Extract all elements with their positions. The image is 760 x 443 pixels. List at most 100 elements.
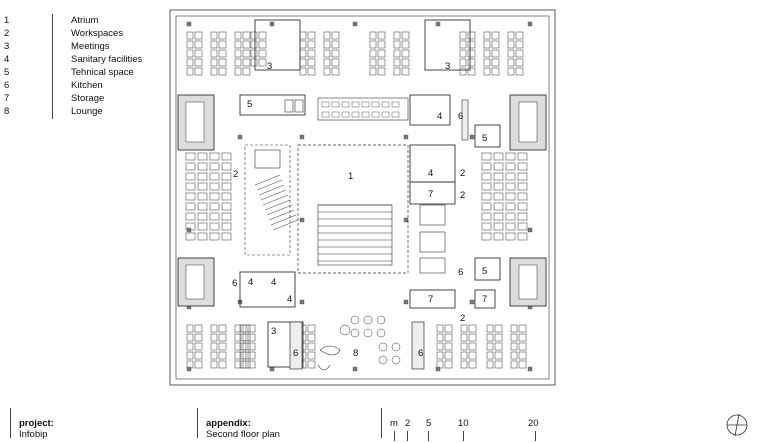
label-atrium: 1: [348, 171, 353, 182]
label-sanitary: 4: [287, 294, 292, 305]
desk-chair: [250, 40, 258, 49]
chair: [331, 101, 340, 108]
desk: [218, 333, 227, 342]
label-technical: 5: [247, 99, 252, 110]
label-workspace: 2: [460, 168, 465, 179]
atrium-void: [297, 144, 409, 274]
stair-step: [268, 209, 295, 221]
stair-step: [266, 204, 293, 216]
desk: [401, 49, 410, 58]
chair: [391, 101, 400, 108]
desk-chair: [393, 67, 401, 76]
legend-divider: [52, 14, 53, 119]
column: [403, 299, 409, 305]
desk: [517, 162, 528, 171]
storage-room: [409, 181, 456, 205]
column: [299, 299, 305, 305]
desk: [481, 202, 492, 211]
chair: [331, 111, 340, 118]
meeting-table: [254, 149, 281, 169]
desk-chair: [436, 333, 444, 342]
chair: [371, 101, 380, 108]
label-sanitary: 4: [271, 277, 276, 288]
column: [435, 21, 441, 27]
desk: [194, 40, 203, 49]
chair: [351, 101, 360, 108]
desk: [468, 360, 477, 369]
desk: [377, 49, 386, 58]
desk-chair: [210, 360, 218, 369]
outer-wall: [169, 9, 556, 386]
chair: [361, 111, 370, 118]
desk: [194, 333, 203, 342]
desk: [209, 172, 220, 181]
desk: [242, 67, 251, 76]
desk: [491, 40, 500, 49]
chair: [371, 111, 380, 118]
desk: [481, 162, 492, 171]
scale-tick: [428, 431, 429, 441]
desk: [491, 67, 500, 76]
column: [186, 21, 192, 27]
desk-chair: [459, 49, 467, 58]
desk: [491, 49, 500, 58]
desk: [518, 342, 527, 351]
label-meetings: 3: [271, 326, 276, 337]
desk: [518, 324, 527, 333]
label-meetings: 3: [445, 61, 450, 72]
desk: [505, 172, 516, 181]
desk-chair: [507, 49, 515, 58]
desk: [493, 182, 504, 191]
desk-chair: [486, 360, 494, 369]
desk: [494, 360, 503, 369]
lounge-sofa: [319, 345, 341, 356]
desk: [197, 222, 208, 231]
desk: [467, 49, 476, 58]
desk: [194, 351, 203, 360]
lounge-chair: [378, 342, 388, 352]
desk: [197, 192, 208, 201]
desk: [493, 162, 504, 171]
lounge-chair: [391, 342, 401, 352]
desk: [481, 182, 492, 191]
desk: [515, 40, 524, 49]
stair-step: [272, 219, 299, 231]
titleblock-rule: [10, 408, 11, 438]
column: [403, 134, 409, 140]
desk: [185, 172, 196, 181]
desk: [185, 152, 196, 161]
desk: [221, 152, 232, 161]
desk-chair: [234, 360, 242, 369]
desk: [185, 212, 196, 221]
desk: [307, 67, 316, 76]
desk-chair: [210, 40, 218, 49]
desk: [185, 232, 196, 241]
desk: [517, 212, 528, 221]
desk-chair: [186, 67, 194, 76]
lounge-chair: [378, 355, 388, 365]
lift: [294, 99, 304, 113]
desk: [221, 202, 232, 211]
meeting-room: [424, 19, 471, 71]
desk: [331, 49, 340, 58]
desk: [242, 31, 251, 40]
desk: [493, 212, 504, 221]
column: [527, 227, 533, 233]
sanitary-room: [239, 271, 296, 308]
lounge-chair: [376, 328, 386, 338]
desk: [377, 31, 386, 40]
desk-chair: [459, 67, 467, 76]
desk: [194, 360, 203, 369]
desk-chair: [507, 67, 515, 76]
desk-chair: [210, 67, 218, 76]
desk-chair: [510, 360, 518, 369]
desk: [218, 31, 227, 40]
desk-chair: [234, 351, 242, 360]
desk-chair: [210, 49, 218, 58]
stair-step: [256, 179, 283, 191]
desk-chair: [486, 333, 494, 342]
desk: [518, 351, 527, 360]
desk: [242, 58, 251, 67]
meeting-table: [419, 204, 446, 226]
